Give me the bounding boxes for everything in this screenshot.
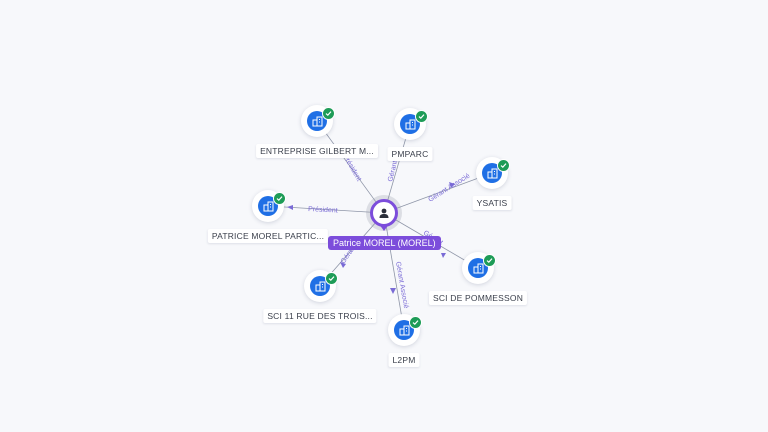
edge-ysatis bbox=[383, 172, 493, 214]
company-label: SCI DE POMMESSON bbox=[428, 291, 528, 305]
edge-label-ysatis: Gérant Associé bbox=[427, 173, 471, 204]
company-label: PMPARC bbox=[387, 147, 433, 161]
edge-label-patrice: Président bbox=[308, 206, 338, 215]
arrow-l2pm bbox=[390, 288, 396, 294]
company-label: ENTREPRISE GILBERT M... bbox=[256, 144, 378, 158]
center-person-label[interactable]: Patrice MOREL (MOREL) bbox=[328, 236, 441, 250]
company-label: PATRICE MOREL PARTIC... bbox=[207, 229, 329, 243]
check-icon bbox=[497, 159, 510, 172]
edge-label-pmparc: Gérant bbox=[387, 160, 399, 183]
company-label: YSATIS bbox=[472, 196, 512, 210]
arrow-sci11 bbox=[340, 262, 346, 268]
check-icon bbox=[409, 316, 422, 329]
arrow-patrice bbox=[287, 205, 293, 210]
edge-l2pm bbox=[383, 212, 405, 331]
check-icon bbox=[325, 272, 338, 285]
center-person-node[interactable] bbox=[370, 199, 398, 227]
person-icon bbox=[379, 208, 389, 218]
check-icon bbox=[415, 110, 428, 123]
edge-gilbert bbox=[316, 120, 385, 214]
arrow-ysatis bbox=[449, 182, 455, 188]
center-pointer bbox=[379, 224, 389, 231]
company-label: L2PM bbox=[388, 353, 420, 367]
check-icon bbox=[273, 192, 286, 205]
check-icon bbox=[322, 107, 335, 120]
check-icon bbox=[483, 254, 496, 267]
company-label: SCI 11 RUE DES TROIS... bbox=[263, 309, 377, 323]
arrow-pommesson bbox=[441, 253, 446, 258]
